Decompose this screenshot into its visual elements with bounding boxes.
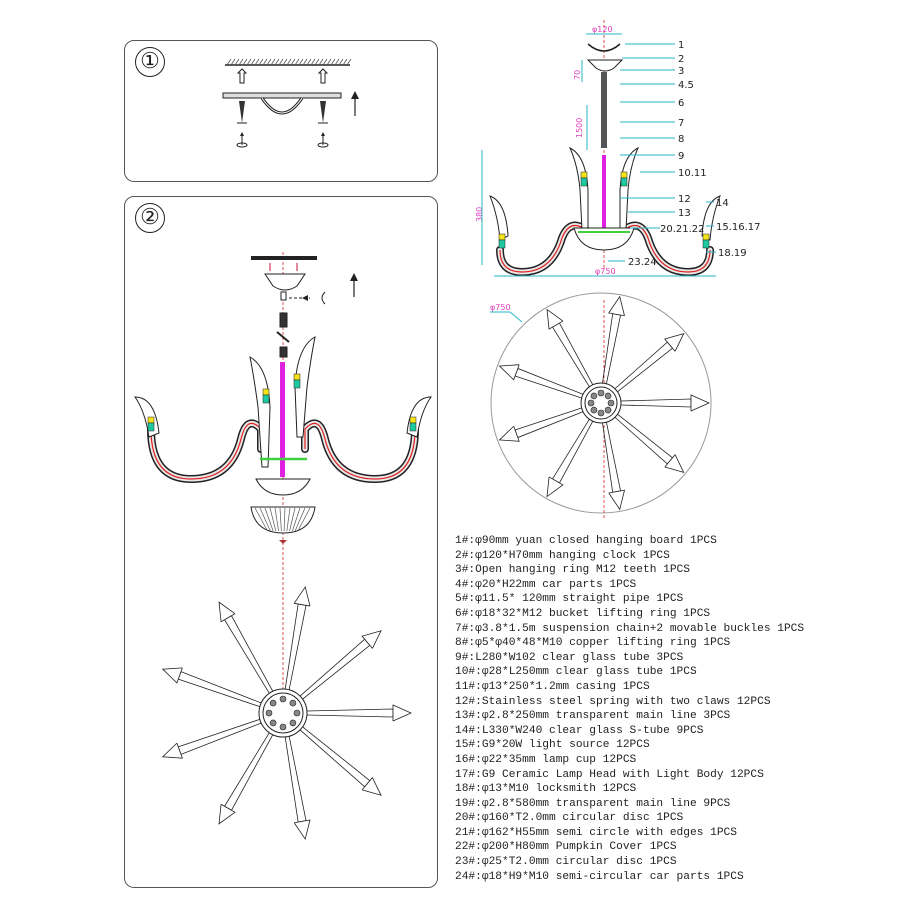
part-item: 17#:G9 Ceramic Lamp Head with Light Body… [455,768,764,781]
callout-label: 23.24 [628,257,657,268]
callout-label: 13 [678,208,691,219]
dim-body-height: 380 [475,207,484,222]
part-item: 6#:φ18*32*M12 bucket lifting ring 1PCS [455,607,711,620]
dim-top-view-diameter: φ750 [490,303,511,312]
part-item: 13#:φ2.8*250mm transparent main line 3PC… [455,710,731,723]
step-2-panel: ② [124,196,438,888]
center-tube [280,362,285,477]
callout-label: 20.21.22 [660,224,705,235]
hanging-board [587,43,621,52]
part-item: 16#:φ22*35mm lamp cup 12PCS [455,753,637,766]
callout-label: 9 [678,151,684,162]
step-1-panel: ① [124,40,438,182]
part-item: 23#:φ25*T2.0mm circular disc 1PCS [455,856,677,869]
step-number: ② [135,203,165,233]
screw-left [236,101,248,148]
technical-elevation-drawing: φ120 70 1500 380 φ750 1234.5678910.11121… [475,20,761,520]
callout-label: 3 [678,66,684,77]
callout-label: 6 [678,98,684,109]
part-item: 4#:φ20*H22mm car parts 1PCS [455,578,637,591]
step-number: ① [135,47,165,77]
arrow-up-icon [351,91,359,116]
center-tube [602,155,606,245]
ceiling-plate [251,256,317,260]
part-item: 19#:φ2.8*580mm transparent main line 9PC… [455,797,731,810]
dim-canopy-diameter: φ120 [592,25,613,34]
callout-label: 4.5 [678,80,694,91]
part-item: 1#:φ90mm yuan closed hanging board 1PCS [455,535,717,547]
callout-label: 7 [678,118,684,129]
part-item: 18#:φ13*M10 locksmith 12PCS [455,783,637,796]
bracket-mount-drawing [222,58,359,148]
pumpkin-cover [573,227,635,251]
glass-arms [134,336,432,484]
part-item: 14#:L330*W240 clear glass S-tube 9PCS [455,724,704,737]
screw-right [317,101,329,148]
hanging-clock [586,59,624,72]
part-item: 10#:φ28*L250mm clear glass tube 1PCS [455,666,697,679]
anchor-left [236,68,248,84]
top-view [490,292,712,520]
part-item: 7#:φ3.8*1.5m suspension chain+2 movable … [455,622,805,635]
callout-label: 18.19 [718,248,747,259]
anchor-right [317,68,329,84]
part-item: 20#:φ160*T2.0mm circular disc 1PCS [455,812,684,825]
canopy [264,273,306,291]
dim-overall-diameter: φ750 [595,267,616,276]
assembly-exploded-drawing [134,252,432,841]
callout-label: 10.11 [678,168,707,179]
suspension-chain [601,72,607,148]
part-item: 24#:φ18*H9*M10 semi-circular car parts 1… [455,870,744,883]
chain [276,291,290,358]
arrow-up-icon [350,273,358,297]
part-callouts: 1234.5678910.1112131415.16.1720.21.2218.… [608,40,761,268]
ceiling-hatch [225,58,352,66]
mounting-bar [222,92,342,99]
part-item: 21#:φ162*H55mm semi circle with edges 1P… [455,826,737,839]
part-item: 3#:Open hanging ring M12 teeth 1PCS [455,564,690,577]
callout-label: 8 [678,134,684,145]
semi-circle-cup [255,478,311,496]
part-item: 22#:φ200*H80mm Pumpkin Cover 1PCS [455,841,677,854]
callout-label: 15.16.17 [716,222,761,233]
bottom-finial [279,540,287,544]
screw-insert-icon [289,291,326,305]
dim-chain-length: 1500 [575,118,584,138]
part-item: 15#:G9*20W light source 12PCS [455,739,650,752]
part-item: 5#:φ11.5* 120mm straight pipe 1PCS [455,593,684,606]
part-item: 11#:φ13*250*1.2mm casing 1PCS [455,680,650,693]
callout-label: 2 [678,54,684,65]
callout-label: 1 [678,40,684,51]
part-item: 12#:Stainless steel spring with two claw… [455,695,771,708]
pumpkin-cover [250,506,316,534]
top-view [161,557,412,841]
parts-list: 1#:φ90mm yuan closed hanging board 1PCS 2… [455,534,895,884]
glass-arms [489,146,721,277]
dim-canopy-height: 70 [573,70,582,80]
callout-label: 14 [716,198,729,209]
part-item: 2#:φ120*H70mm hanging clock 1PCS [455,549,670,562]
part-item: 8#:φ5*φ40*48*M10 copper lifting ring 1PC… [455,637,731,650]
callout-label: 12 [678,194,691,205]
part-item: 9#:L280*W102 clear glass tube 3PCS [455,651,684,664]
